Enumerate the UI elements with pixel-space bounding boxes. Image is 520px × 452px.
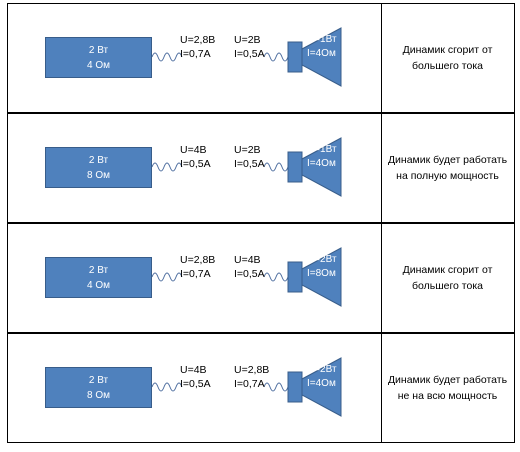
circuit-drawing (151, 137, 342, 197)
circuit-drawing (151, 27, 342, 87)
amp-power: 2 Вт (88, 44, 109, 56)
amp-output-current: I=0,7А (180, 48, 211, 60)
speaker-power: U=2Вт (307, 254, 337, 265)
wire-right (263, 272, 289, 282)
speaker-label: U=2Вт I=8Ом (307, 253, 337, 281)
note-cell: Динамик сгорит от большего тока (381, 3, 515, 113)
wire-right (263, 382, 289, 392)
amp-output-values: U=2,8В I=0,7А (180, 253, 215, 281)
speaker-input-current: I=0,5А (234, 48, 265, 60)
amp-impedance: 4 Ом (87, 279, 110, 291)
table-row: 2 Вт 8 Ом U=4В I=0,5А U=2,8В I=0,7А U=2В… (7, 333, 515, 443)
amp-output-values: U=4В I=0,5А (180, 143, 211, 171)
amp-output-values: U=4В I=0,5А (180, 363, 211, 391)
amp-output-voltage: U=4В (180, 144, 207, 156)
diagram-cell: 2 Вт 8 Ом U=4В I=0,5А U=2,8В I=0,7А U=2В… (7, 333, 382, 443)
diagram-cell: 2 Вт 4 Ом U=2,8В I=0,7А U=4В I=0,5А U=2В… (7, 223, 382, 333)
speaker-input-values: U=2В I=0,5А (234, 33, 265, 61)
wire-right (263, 52, 289, 62)
speaker-magnet (287, 41, 303, 73)
amp-impedance: 4 Ом (87, 59, 110, 71)
speaker-magnet (287, 261, 303, 293)
speaker-power: U=1Вт (307, 144, 337, 155)
amp-output-current: I=0,5А (180, 378, 211, 390)
speaker-cone (301, 247, 342, 307)
amp-power: 2 Вт (88, 264, 109, 276)
speaker-label: U=1Вт I=4Ом (307, 33, 337, 61)
note-cell: Динамик будет работать на полную мощност… (381, 113, 515, 223)
amp-impedance: 8 Ом (87, 389, 110, 401)
amp-power: 2 Вт (88, 374, 109, 386)
speaker-input-voltage: U=2В (234, 144, 261, 156)
speaker-power: U=1Вт (307, 34, 337, 45)
amp-output-values: U=2,8В I=0,7А (180, 33, 215, 61)
wire-right (263, 162, 289, 172)
amplifier-block: 2 Вт 8 Ом (45, 147, 152, 188)
speaker-cone (301, 357, 342, 417)
speaker-input-current: I=0,7А (234, 378, 265, 390)
speaker-input-voltage: U=2В (234, 34, 261, 46)
wire-left (151, 382, 183, 392)
table-row: 2 Вт 4 Ом U=2,8В I=0,7А U=4В I=0,5А U=2В… (7, 223, 515, 333)
amp-output-voltage: U=2,8В (180, 34, 216, 46)
note-cell: Динамик будет работать не на всю мощност… (381, 333, 515, 443)
amp-output-current: I=0,7А (180, 268, 211, 280)
speaker-power: U=2Вт (307, 364, 337, 375)
speaker-impedance: I=4Ом (307, 48, 336, 59)
speaker-cone (301, 137, 342, 197)
wire-left (151, 52, 183, 62)
speaker-input-values: U=2В I=0,5А (234, 143, 265, 171)
wire-left (151, 272, 183, 282)
amp-power: 2 Вт (88, 154, 109, 166)
amp-impedance: 8 Ом (87, 169, 110, 181)
diagram-cell: 2 Вт 8 Ом U=4В I=0,5А U=2В I=0,5А U=1Вт … (7, 113, 382, 223)
amp-output-voltage: U=2,8В (180, 254, 216, 266)
table-row: 2 Вт 8 Ом U=4В I=0,5А U=2В I=0,5А U=1Вт … (7, 113, 515, 223)
speaker-magnet (287, 151, 303, 183)
speaker-impedance: I=8Ом (307, 268, 336, 279)
speaker-input-current: I=0,5А (234, 158, 265, 170)
circuit-drawing (151, 357, 342, 417)
diagram-cell: 2 Вт 4 Ом U=2,8В I=0,7А U=2В I=0,5А U=1В… (7, 3, 382, 113)
amplifier-block: 2 Вт 4 Ом (45, 257, 152, 298)
circuit-drawing (151, 247, 342, 307)
note-text: Динамик будет работать не на всю мощност… (387, 374, 508, 402)
amp-output-current: I=0,5А (180, 158, 211, 170)
speaker-impedance: I=4Ом (307, 158, 336, 169)
speaker-label: U=2Вт I=4Ом (307, 363, 337, 391)
speaker-cone (301, 27, 342, 87)
speaker-magnet (287, 371, 303, 403)
amp-output-voltage: U=4В (180, 364, 207, 376)
note-text: Динамик сгорит от большего тока (402, 264, 493, 292)
speaker-input-voltage: U=4В (234, 254, 261, 266)
speaker-label: U=1Вт I=4Ом (307, 143, 337, 171)
speaker-impedance: I=4Ом (307, 378, 336, 389)
speaker-input-values: U=4В I=0,5А (234, 253, 265, 281)
wire-left (151, 162, 183, 172)
amplifier-block: 2 Вт 4 Ом (45, 37, 152, 78)
speaker-input-voltage: U=2,8В (234, 364, 270, 376)
note-text: Динамик будет работать на полную мощност… (387, 154, 508, 182)
speaker-input-current: I=0,5А (234, 268, 265, 280)
note-text: Динамик сгорит от большего тока (402, 44, 493, 72)
amplifier-block: 2 Вт 8 Ом (45, 367, 152, 408)
note-cell: Динамик сгорит от большего тока (381, 223, 515, 333)
table-row: 2 Вт 4 Ом U=2,8В I=0,7А U=2В I=0,5А U=1В… (7, 3, 515, 113)
speaker-input-values: U=2,8В I=0,7А (234, 363, 269, 391)
